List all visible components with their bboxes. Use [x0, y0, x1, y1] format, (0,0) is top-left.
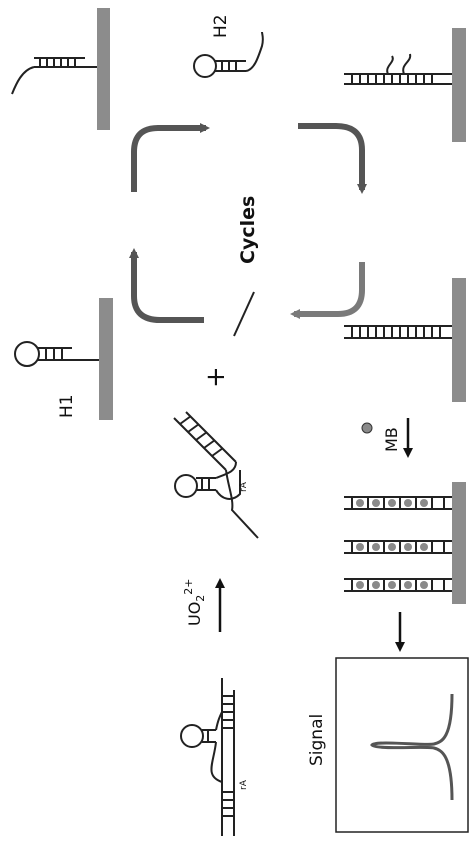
- ra-label-bottom: rA: [239, 779, 249, 790]
- electrode-top-right: [344, 28, 466, 142]
- cycle-arrow-top-left: [131, 123, 210, 192]
- signal-plot: [335, 657, 469, 833]
- electrode-mid-right: [344, 278, 466, 402]
- mb-duplex-3: [344, 578, 452, 592]
- cycles-label: Cycles: [237, 196, 259, 264]
- mb-duplex-1: [344, 496, 452, 510]
- ra-label-top: rA: [239, 481, 249, 492]
- cycle-arrow-top-right: [298, 123, 367, 194]
- mb-duplex-2: [344, 540, 452, 554]
- mb-label: MB: [382, 427, 401, 452]
- dnazyme-intact: [180, 678, 235, 836]
- h2-label: H2: [211, 14, 231, 38]
- h1-label: H1: [57, 394, 77, 418]
- signal-label: Signal: [307, 714, 327, 766]
- uo2-label: UO22+: [182, 578, 207, 626]
- electrode-top-left: [11, 8, 110, 130]
- electrode-mb-loaded: [344, 482, 466, 604]
- h2-hairpin: [193, 31, 264, 78]
- dnazyme-cleaved: [173, 411, 259, 539]
- h1-electrode: [14, 298, 113, 420]
- cycle-arrow-bottom-right: [290, 262, 365, 319]
- released-fragment: [233, 291, 255, 337]
- plus-sign: +: [201, 366, 231, 388]
- methylene-blue-bead: [361, 422, 373, 434]
- cycle-arrow-bottom-left: [129, 248, 204, 323]
- cycle-arrows: [129, 123, 367, 323]
